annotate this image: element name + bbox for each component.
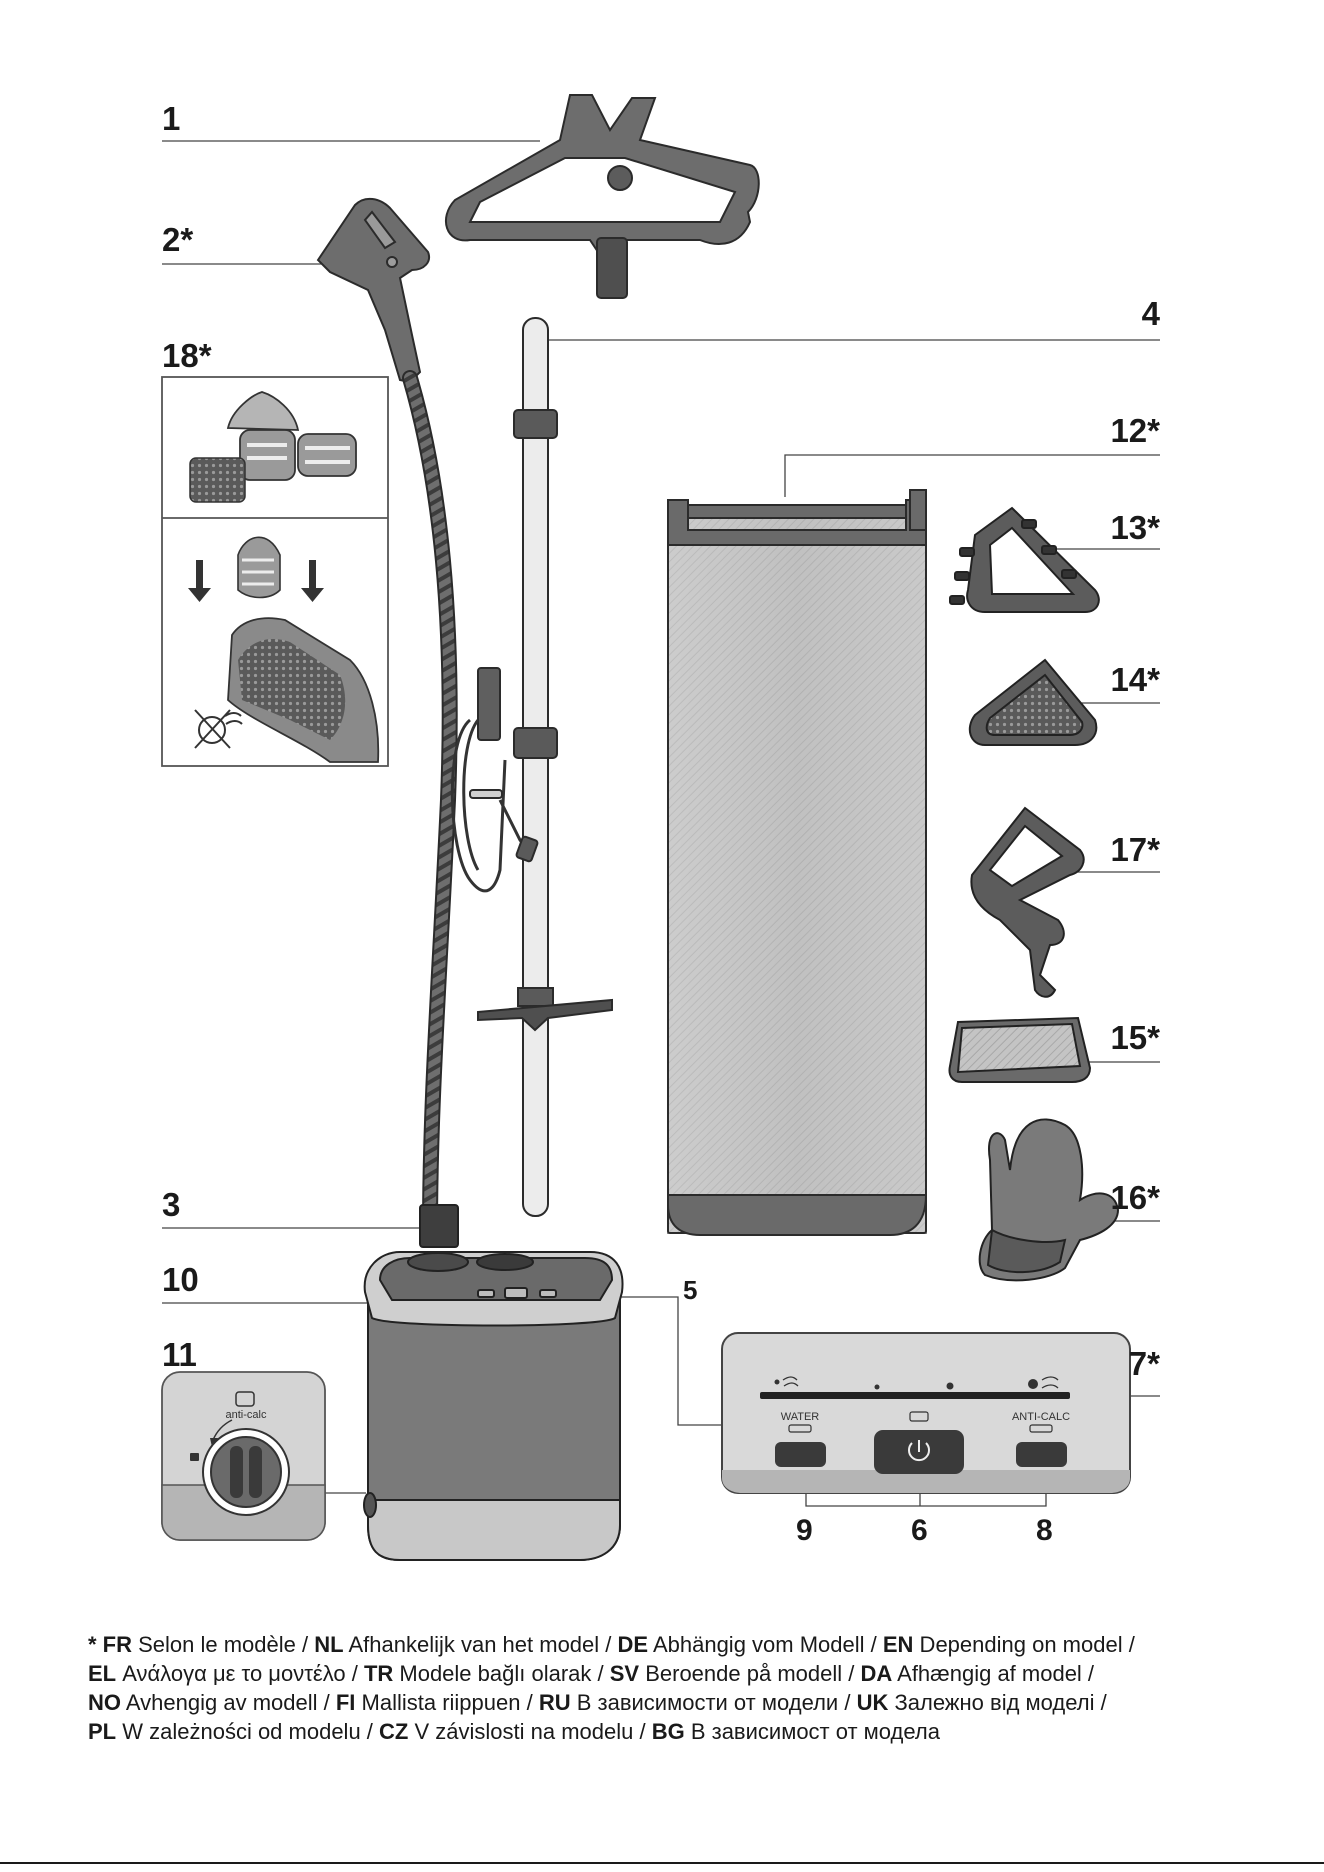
lang-code: RU xyxy=(538,1690,571,1715)
lang-code: * FR xyxy=(88,1632,132,1657)
lang-text: Selon le modèle / xyxy=(132,1632,315,1657)
lang-text: Modele bağlı olarak / xyxy=(393,1661,610,1686)
base-unit-illustration xyxy=(363,1251,624,1561)
lang-text: Beroende på modell / xyxy=(639,1661,861,1686)
mesh-pad-14-illustration xyxy=(968,658,1098,746)
callout-18: 18* xyxy=(162,337,212,374)
callout-3: 3 xyxy=(162,1186,181,1223)
steam-head-illustration xyxy=(316,197,430,384)
lang-code: TR xyxy=(363,1661,394,1686)
lang-code: UK xyxy=(856,1690,889,1715)
lang-text: Ανάλογα με το μοντέλο / xyxy=(116,1661,364,1686)
callout-9: 9 xyxy=(796,1514,813,1547)
callout-1: 1 xyxy=(162,100,181,137)
water-label: WATER xyxy=(781,1411,820,1423)
model-footnote: * FR Selon le modèle / NL Afhankelijk va… xyxy=(88,1630,1248,1746)
control-panel-illustration: WATER ANTI-CALC xyxy=(721,1332,1131,1494)
lang-code: CZ xyxy=(379,1719,409,1744)
lang-code: EN xyxy=(882,1632,914,1657)
brush-13-illustration xyxy=(949,506,1100,613)
leader-lines xyxy=(162,140,1160,1507)
pole-illustration xyxy=(450,317,613,1217)
lang-code: PL xyxy=(88,1719,117,1744)
lang-text: Afhankelijk van het model / xyxy=(343,1632,618,1657)
accessory-box-illustration xyxy=(161,376,389,767)
lang-text: Avhengig av modell / xyxy=(121,1690,336,1715)
hanger-illustration xyxy=(445,94,760,299)
callout-2: 2* xyxy=(162,221,194,258)
callout-13: 13* xyxy=(1110,509,1160,546)
board-illustration xyxy=(667,489,928,1236)
lang-code: EL xyxy=(88,1661,117,1686)
callout-16: 16* xyxy=(1110,1179,1160,1216)
lang-code: DA xyxy=(860,1661,893,1686)
knob-anticalc-text: anti-calc xyxy=(226,1409,267,1421)
callout-5: 5 xyxy=(683,1275,698,1305)
callout-11: 11 xyxy=(162,1336,197,1373)
lang-code: DE xyxy=(617,1632,649,1657)
footnote-row-2: EL Ανάλογα με το μοντέλο / TR Modele bağ… xyxy=(88,1659,1248,1688)
anticalc-button xyxy=(1016,1442,1067,1467)
callout-10: 10 xyxy=(162,1261,199,1298)
lang-text: Depending on model / xyxy=(913,1632,1135,1657)
lang-text: W zależności od modelu / xyxy=(116,1719,380,1744)
callout-12: 12* xyxy=(1110,412,1160,449)
footnote-row-3: NO Avhengig av modell / FI Mallista riip… xyxy=(88,1688,1248,1717)
lang-text: V závislosti na modelu / xyxy=(408,1719,652,1744)
lang-code: NO xyxy=(88,1690,121,1715)
felt-pad-15-illustration xyxy=(948,1016,1092,1083)
footnote-row-1: * FR Selon le modèle / NL Afhankelijk va… xyxy=(88,1630,1248,1659)
callout-17: 17* xyxy=(1110,831,1160,868)
water-button xyxy=(775,1442,826,1467)
glove-16-illustration xyxy=(978,1118,1120,1282)
lang-code: FI xyxy=(335,1690,356,1715)
anticalc-label: ANTI-CALC xyxy=(1012,1411,1070,1423)
hose-connector xyxy=(419,1204,459,1248)
bottom-rule xyxy=(0,1862,1324,1864)
anticalc-knob-illustration: anti-calc xyxy=(161,1371,326,1541)
lang-text: Залежно від моделі / xyxy=(888,1690,1107,1715)
lang-code: BG xyxy=(651,1719,685,1744)
footnote-row-4: PL W zależności od modelu / CZ V závislo… xyxy=(88,1717,1248,1746)
callout-7: 7* xyxy=(1128,1345,1160,1382)
crease-tool-17-illustration xyxy=(970,806,1085,998)
lang-code: SV xyxy=(609,1661,640,1686)
callout-6: 6 xyxy=(911,1514,928,1547)
callout-4: 4 xyxy=(1141,295,1160,332)
lang-text: В зависимост от модела xyxy=(684,1719,940,1744)
callout-8: 8 xyxy=(1036,1514,1053,1547)
lang-text: Afhængig af model / xyxy=(892,1661,1095,1686)
lang-text: Abhängig vom Modell / xyxy=(648,1632,883,1657)
lang-text: Mallista riippuen / xyxy=(355,1690,539,1715)
callout-14: 14* xyxy=(1110,661,1160,698)
callout-15: 15* xyxy=(1110,1019,1160,1056)
lang-text: В зависимости от модели / xyxy=(570,1690,857,1715)
lang-code: NL xyxy=(314,1632,344,1657)
